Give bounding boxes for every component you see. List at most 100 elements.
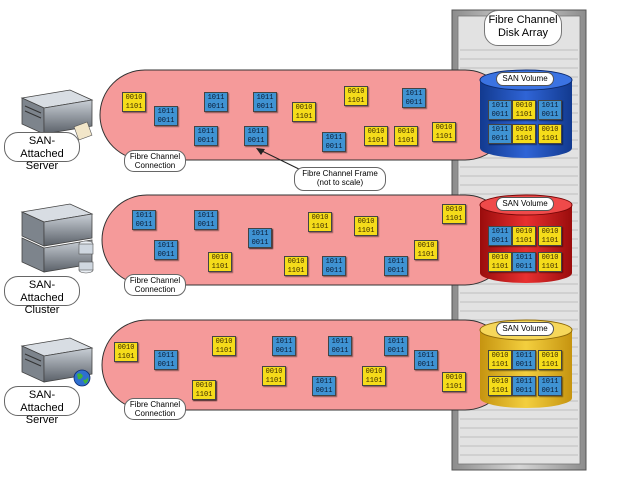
volume-2-cell-2-bits-1: 0010 <box>515 228 533 236</box>
frame-1-4-bits-2: 0011 <box>256 103 274 111</box>
frame-3-13-bits-2: 1101 <box>195 391 213 399</box>
frame-2-11-bits-2: 1101 <box>417 251 435 259</box>
frame-3-8-bits-1: 0010 <box>265 368 283 376</box>
frame-2-12-bits-1: 0010 <box>445 206 463 214</box>
frame-1-10-bits-2: 0011 <box>325 143 343 151</box>
volume-2-cell-4-bits-1: 0010 <box>491 254 509 262</box>
frame-2-9-bits-1: 0010 <box>357 218 375 226</box>
connection-label-3-line2: Connection <box>134 409 176 419</box>
frame-3-9-bits-2: 1101 <box>365 377 383 385</box>
frame-3-3-bits-2: 1101 <box>215 347 233 355</box>
volume-label-2: SAN Volume <box>496 197 554 211</box>
frame-callout-line2: (not to scale) <box>316 178 364 188</box>
frame-callout-line1: Fibre Channel Frame <box>302 169 378 178</box>
frame-2-8-bits-2: 0011 <box>325 267 343 275</box>
frame-2-13-bits-2: 0011 <box>251 239 269 247</box>
volume-3-cell-2-bits-1: 1011 <box>515 352 533 360</box>
frame-2-10-bits-1: 1011 <box>387 258 405 266</box>
volume-2-cell-3-bits-2: 1101 <box>541 237 559 245</box>
volume-1-cell-2-bits-1: 0010 <box>515 102 533 110</box>
frame-3-10-bits-1: 1011 <box>315 378 333 386</box>
frame-callout: Fibre Channel Frame (not to scale) <box>294 167 386 191</box>
volume-3-cell-4-bits-2: 1101 <box>491 387 509 395</box>
server-label-1: SAN-Attached Server <box>4 132 80 172</box>
frame-2-9-bits-2: 1101 <box>357 227 375 235</box>
frame-3-3-bits-1: 0010 <box>215 338 233 346</box>
frame-2-12-bits-2: 1101 <box>445 215 463 223</box>
volume-label-3: SAN Volume <box>496 322 554 336</box>
volume-1-cell-3-bits-1: 1011 <box>541 102 559 110</box>
volume-1-cell-5-bits-2: 1101 <box>515 135 533 143</box>
frame-2-10-bits-2: 0011 <box>387 267 405 275</box>
volume-3-cell-3-bits-1: 0010 <box>541 352 559 360</box>
frame-1-11-bits-2: 1101 <box>367 137 385 145</box>
frame-1-12-bits-1: 0010 <box>397 128 415 136</box>
frame-1-8-bits-2: 0011 <box>197 137 215 145</box>
frame-1-1-bits-1: 0010 <box>125 94 143 102</box>
frame-3-4-bits-1: 1011 <box>275 338 293 346</box>
frame-1-13-bits-1: 0010 <box>435 124 453 132</box>
volume-1-cell-1-bits-1: 1011 <box>491 102 509 110</box>
connection-label-2-line2: Connection <box>134 285 176 295</box>
frame-2-13-bits-1: 1011 <box>251 230 269 238</box>
volume-3-cell-2-bits-2: 0011 <box>515 361 533 369</box>
volume-3-cell-5-bits-1: 1011 <box>515 378 533 386</box>
cluster-label-line2: Cluster <box>24 304 60 317</box>
frame-1-4-bits-1: 1011 <box>256 94 274 102</box>
frame-2-2-bits-1: 1011 <box>157 242 175 250</box>
server-label-3-line1: SAN-Attached <box>20 389 64 414</box>
frame-2-7-bits-1: 0010 <box>311 214 329 222</box>
disk-array-title-line2: Disk Array <box>497 27 549 40</box>
frame-2-11-bits-1: 0010 <box>417 242 435 250</box>
frame-1-3-bits-2: 0011 <box>207 103 225 111</box>
frame-2-7-bits-2: 1101 <box>311 223 329 231</box>
connection-label-3: Fibre Channel Connection <box>124 398 186 420</box>
volume-2-cell-5-bits-1: 1011 <box>515 254 533 262</box>
frame-3-1-bits-1: 0010 <box>117 344 135 352</box>
frame-1-2-bits-1: 1011 <box>157 108 175 116</box>
volume-3-cell-4-bits-1: 0010 <box>491 378 509 386</box>
volume-3-cell-6-bits-2: 0011 <box>541 387 559 395</box>
frame-2-5-bits-2: 1101 <box>211 263 229 271</box>
frame-3-2-bits-2: 0011 <box>157 361 175 369</box>
volume-1-cell-1-bits-2: 0011 <box>491 111 509 119</box>
connection-label-1-line1: Fibre Channel <box>129 152 181 161</box>
frame-2-1-bits-2: 0011 <box>135 221 153 229</box>
server-label-3: SAN-Attached Server <box>4 386 80 426</box>
frame-1-12-bits-2: 1101 <box>397 137 415 145</box>
server-icon-1 <box>20 89 94 141</box>
cluster-label-line1: SAN-Attached <box>20 279 64 304</box>
